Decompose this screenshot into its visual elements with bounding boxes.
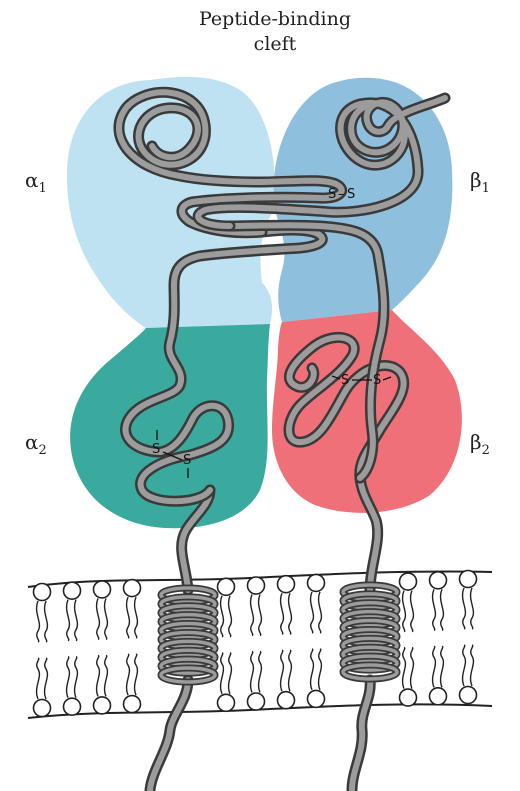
lipid-head xyxy=(94,581,111,598)
bond-dash: – xyxy=(338,187,345,202)
lipid-head xyxy=(124,580,141,597)
lipid-head xyxy=(460,687,477,704)
lipid-heads-top xyxy=(34,571,477,643)
lipid-bilayer-membrane xyxy=(28,571,492,719)
alpha1-label: α1 xyxy=(25,168,47,196)
lipid-tail xyxy=(127,597,130,638)
lipid-tail xyxy=(37,658,40,699)
lipid-tail xyxy=(67,600,70,641)
beta2-label: β2 xyxy=(470,430,490,458)
lipid-tail xyxy=(97,655,100,696)
alpha2-label: α2 xyxy=(25,430,47,458)
lipid-head xyxy=(94,697,111,714)
lipid-tail xyxy=(45,658,48,699)
lipid-tail xyxy=(289,593,292,634)
disulfide-bond-beta1: S – S xyxy=(328,187,355,202)
lipid-tail xyxy=(135,597,138,638)
lipid-tail xyxy=(67,657,70,698)
lipid-head xyxy=(278,692,295,709)
lipid-tail xyxy=(319,592,322,633)
lipid-tail xyxy=(135,654,138,695)
lipid-tail xyxy=(97,598,100,639)
lipid-tail xyxy=(251,652,254,693)
sulfur-label: S xyxy=(341,373,349,388)
lipid-head xyxy=(430,572,447,589)
lipid-tail xyxy=(433,646,436,687)
lipid-tail xyxy=(229,596,232,637)
lipid-head xyxy=(64,698,81,715)
lipid-tail xyxy=(471,645,474,686)
lipid-tail xyxy=(281,650,284,691)
lipid-tail xyxy=(411,591,414,632)
lipid-tail xyxy=(221,596,224,637)
lipid-tail xyxy=(105,598,108,639)
lipid-head xyxy=(218,694,235,711)
lipid-head xyxy=(124,696,141,713)
lipid-tail xyxy=(411,648,414,689)
lipid-head xyxy=(64,582,81,599)
lipid-head xyxy=(248,693,265,710)
lipid-tail xyxy=(251,595,254,636)
lipid-tail xyxy=(433,589,436,630)
lipid-tail xyxy=(45,601,48,642)
lipid-tail xyxy=(229,653,232,694)
lipid-tail xyxy=(403,648,406,689)
lipid-tail xyxy=(281,593,284,634)
lipid-head xyxy=(34,700,51,717)
sulfur-label: S xyxy=(152,442,160,457)
lipid-tail xyxy=(37,601,40,642)
lipid-tail xyxy=(463,645,466,686)
lipid-head xyxy=(400,689,417,706)
lipid-head xyxy=(400,573,417,590)
lipid-tail xyxy=(403,591,406,632)
lipid-tail xyxy=(441,589,444,630)
lipid-tail xyxy=(105,655,108,696)
lipid-head xyxy=(308,690,325,707)
lipid-tail xyxy=(289,650,292,691)
sulfur-label: S xyxy=(328,187,336,202)
lipid-tail xyxy=(221,653,224,694)
sulfur-label: S xyxy=(183,453,191,468)
lipid-tail xyxy=(311,592,314,633)
lipid-tail xyxy=(75,600,78,641)
lipid-head xyxy=(34,584,51,601)
lipid-tail xyxy=(127,654,130,695)
lipid-head xyxy=(248,577,265,594)
lipid-heads-bottom xyxy=(34,645,477,717)
lipid-tail xyxy=(75,657,78,698)
lipid-head xyxy=(460,571,477,588)
lipid-tail xyxy=(319,649,322,690)
lipid-head xyxy=(218,578,235,595)
alpha-chain-cytoplasmic-tail xyxy=(150,680,188,790)
lipid-tail xyxy=(471,588,474,629)
sulfur-label: S xyxy=(373,373,381,388)
lipid-tail xyxy=(259,652,262,693)
lipid-head xyxy=(278,576,295,593)
lipid-tail xyxy=(463,588,466,629)
sulfur-label: S xyxy=(347,187,355,202)
lipid-tail xyxy=(441,646,444,687)
lipid-head xyxy=(308,574,325,591)
lipid-head xyxy=(430,688,447,705)
lipid-tail xyxy=(259,595,262,636)
lipid-tail xyxy=(311,649,314,690)
beta1-label: β1 xyxy=(470,168,490,196)
